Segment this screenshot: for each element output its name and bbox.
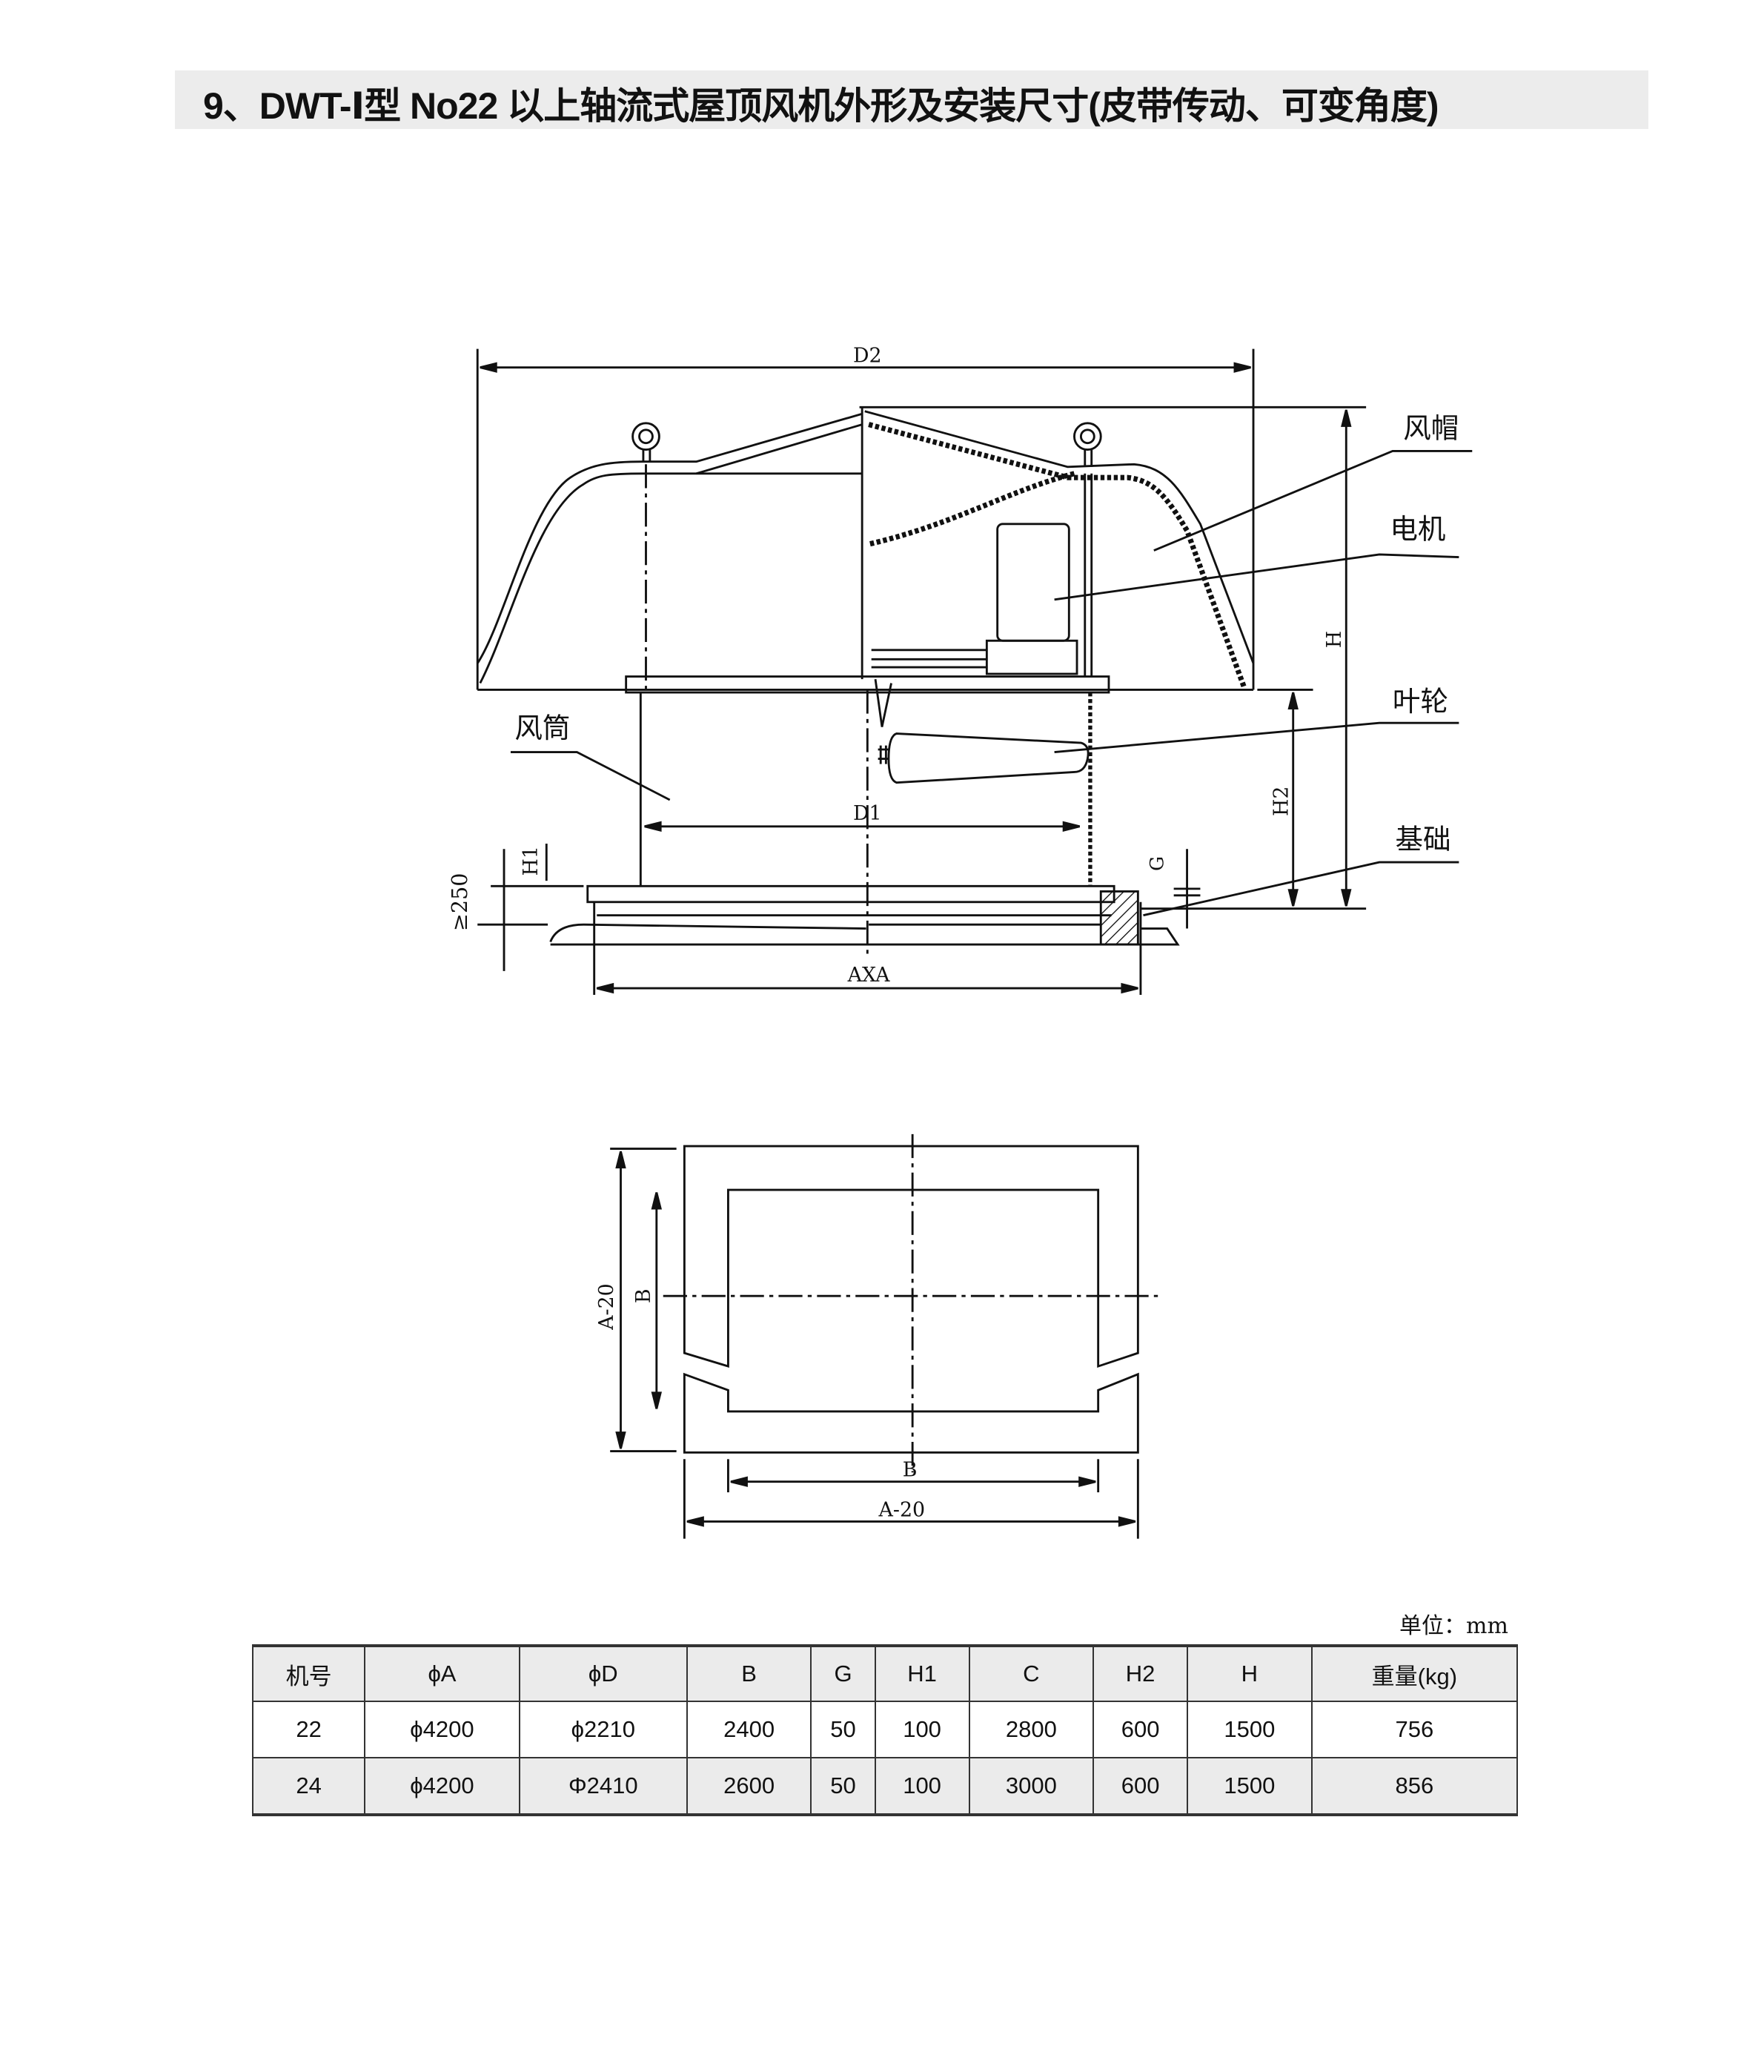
top-flange [625,675,1110,694]
table-cell: 50 [810,1757,876,1816]
table-cell: 3000 [968,1757,1095,1816]
dim-250: ≥250 [447,873,472,931]
table-cell: 2800 [968,1701,1095,1758]
plan-a20-v-arrows [615,1151,626,1449]
foundation-slab [549,923,1180,946]
table-cell: 600 [1092,1701,1189,1758]
eye-bolt-left-icon [631,422,660,451]
table-header-cell: B [686,1645,812,1702]
table-cell: 50 [810,1701,876,1758]
label-duct: 风筒 [514,712,570,744]
dim-h2: H2 [1270,787,1293,816]
table-header-cell: G [810,1645,876,1702]
plan-frame-top [683,1145,1139,1368]
table-cell: ϕ4200 [364,1757,520,1816]
label-foundation: 基础 [1395,823,1450,855]
leader-motor [1054,553,1459,601]
d1-arrows [644,821,1080,832]
table-cell: 1500 [1187,1701,1313,1758]
shaft-bracket [874,678,892,727]
table-header-cell: H1 [874,1645,970,1702]
eye-bolt-left-hole [638,428,654,445]
elevation-view: D2 [447,344,1473,996]
hood-rib-left [696,423,863,475]
label-motor: 电机 [1390,512,1445,545]
dim-g: G [1146,856,1167,871]
plan-dim-a20-horizontal: A-20 [878,1498,926,1521]
hood-outer-right [864,410,1255,664]
table-header-cell: 重量(kg) [1310,1645,1519,1702]
table-header-cell: 机号 [251,1645,366,1702]
table-header-cell: H [1187,1645,1313,1702]
table-cell: 600 [1092,1757,1189,1816]
table-header-cell: C [968,1645,1095,1702]
table-cell: 856 [1310,1757,1519,1816]
dim-axa: AXA [847,964,891,987]
plan-dim-b-vertical: B [632,1288,655,1303]
table-cell: Φ2410 [518,1757,688,1816]
impeller-blade-icon [887,732,1090,784]
unit-label: 单位：mm [1399,1613,1508,1639]
leader-foundation [1143,861,1459,917]
eye-bolt-right-hole [1079,428,1095,445]
label-impeller: 叶轮 [1393,685,1448,718]
plan-frame-bottom [683,1372,1139,1454]
hood-outer-left [477,412,863,664]
plan-dim-a20-vertical: A-20 [595,1283,618,1331]
motor-base [985,639,1078,675]
table-cell: 1500 [1187,1757,1313,1816]
leader-duct [510,751,671,801]
table-header-cell: ϕA [364,1645,520,1702]
axa-arrows [596,982,1138,994]
dim-h: H [1323,631,1346,648]
table-cell: ϕ2210 [518,1701,688,1758]
table-header-cell: H2 [1092,1645,1189,1702]
h-arrows [1341,409,1352,907]
hood-inner-left [479,472,863,684]
table-cell: 24 [251,1757,366,1816]
page-title: 9、DWT-Ⅰ型 No22 以上轴流式屋顶风机外形及安装尺寸(皮带传动、可变角度… [203,85,1439,127]
impeller-hub-icon [878,745,889,764]
table-cell: 22 [251,1701,366,1758]
dim-h1: H1 [520,846,543,876]
leader-impeller [1054,721,1459,754]
table-cell: 2400 [686,1701,812,1758]
dim-d2: D2 [853,344,882,367]
leader-hood [1153,449,1473,552]
plan-a20-h-arrows [686,1516,1136,1527]
table-cell: 756 [1310,1701,1519,1758]
dim-d1: D1 [853,802,882,825]
base-plate [586,884,1115,904]
motor-icon [996,523,1070,642]
table-cell: 2600 [686,1757,812,1816]
table-header-cell: ϕD [518,1645,688,1702]
table-cell: ϕ4200 [364,1701,520,1758]
hood-cone-hatched [869,471,1075,547]
label-hood: 风帽 [1403,411,1459,444]
plan-view: A-20 B B A-20 [595,1133,1161,1539]
plan-b-v-arrows [651,1192,663,1409]
plan-b-h-arrows [730,1476,1096,1487]
eye-bolt-right-icon [1073,422,1102,451]
title-bar: 9、DWT-Ⅰ型 No22 以上轴流式屋顶风机外形及安装尺寸(皮带传动、可变角度… [175,70,1648,129]
foundation-hatched [1099,890,1139,946]
plan-dim-b-horizontal: B [903,1459,918,1482]
table-cell: 100 [874,1701,970,1758]
h2-arrows [1287,692,1299,907]
table-cell: 100 [874,1757,970,1816]
d2-arrows [480,362,1251,373]
hood-inner-right-hatched [868,422,1247,689]
